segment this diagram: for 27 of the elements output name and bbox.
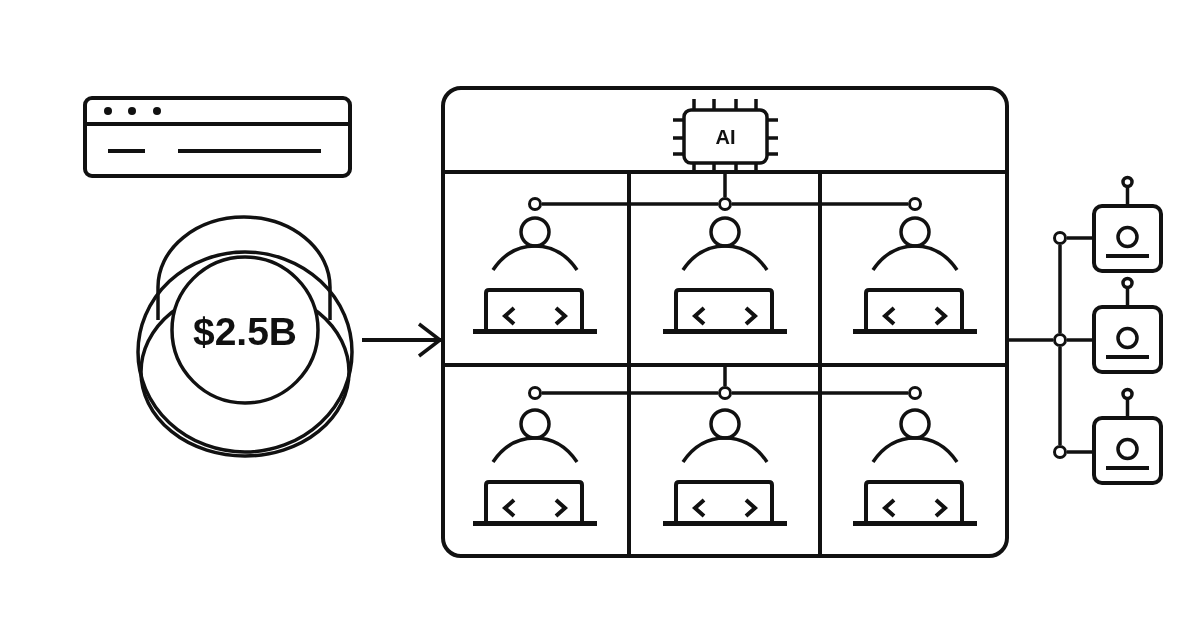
connector-dot <box>908 197 922 211</box>
connector-line <box>542 391 718 395</box>
connector-line <box>723 172 727 197</box>
connector-dot <box>528 386 542 400</box>
connector-line <box>1067 450 1092 454</box>
device-icon <box>1092 387 1163 485</box>
connector-line <box>723 367 727 386</box>
connector-dot <box>908 386 922 400</box>
device-icon <box>1092 276 1163 374</box>
chip-label: AI <box>715 127 736 147</box>
amount-label: $2.5B <box>192 311 298 351</box>
connector-line <box>1058 347 1062 445</box>
connector-line <box>1058 245 1062 333</box>
connector-dot <box>528 197 542 211</box>
connector-line <box>1067 236 1092 240</box>
connector-dot <box>1053 333 1067 347</box>
connector-line <box>732 202 908 206</box>
arrow <box>362 322 442 358</box>
connector-dot <box>718 197 732 211</box>
device-icon <box>1092 175 1163 273</box>
connector-dot <box>718 386 732 400</box>
connector-line <box>1009 338 1053 342</box>
connector-line <box>732 391 908 395</box>
connector-line <box>542 202 718 206</box>
connector-dot <box>1053 445 1067 459</box>
connector-dot <box>1053 231 1067 245</box>
connector-line <box>1067 338 1092 342</box>
